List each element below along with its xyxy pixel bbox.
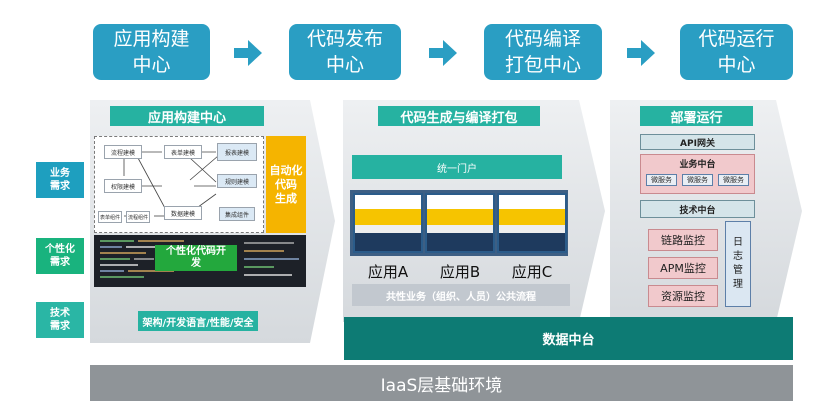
node-data-modeling: 数据建模: [164, 206, 202, 220]
monitor-text: APM监控: [660, 262, 706, 275]
common-text: 共性业务（组织、人员）公共流程: [386, 291, 536, 303]
stage-label: 代码运行 中心: [698, 28, 775, 76]
resource-monitor: 资源监控: [648, 285, 718, 307]
biz-platform-title: 业务中台: [641, 155, 754, 171]
unified-portal: 统一门户: [352, 155, 562, 179]
node-text: 表单建模: [170, 149, 195, 157]
node-flow-modeling: 流程建模: [104, 145, 142, 159]
arrow-right-icon: [234, 40, 262, 66]
trace-monitor: 链路监控: [648, 229, 718, 251]
arrow-right-icon: [627, 40, 655, 66]
app-text: 应用C: [511, 262, 553, 281]
log-text: 日 志 管 理: [733, 237, 743, 290]
label-text: 个性化 需求: [45, 244, 75, 268]
code-lines-icon: [100, 240, 299, 278]
app-c-screenshot: [497, 193, 567, 253]
tech-platform: 技术中台: [640, 200, 755, 218]
microservice-1: 微服务: [646, 174, 677, 186]
node-rule-modeling: 规则建模: [217, 174, 257, 188]
iaas-text: IaaS层基础环境: [380, 375, 503, 396]
node-flow-component: 流程组件: [126, 211, 150, 223]
node-text: 规则建模: [224, 178, 249, 186]
apm-monitor: APM监控: [648, 257, 718, 279]
custom-dev-text: 个性化代码开 发: [166, 246, 226, 269]
svc-text: 微服务: [687, 176, 708, 184]
node-text: 流程建模: [110, 149, 135, 157]
arrow-right-icon: [429, 40, 457, 66]
app-b-screenshot: [425, 193, 495, 253]
app-a-screenshot: [353, 193, 423, 253]
app-b-label: 应用B: [425, 262, 495, 281]
node-text: 报表建模: [224, 149, 249, 157]
label-text: 技术 需求: [50, 308, 70, 332]
node-report-modeling: 报表建模: [217, 143, 257, 161]
label-personal-req: 个性化 需求: [36, 238, 84, 274]
api-text: API网关: [680, 138, 715, 149]
stage-label: 代码编译 打包中心: [504, 28, 581, 76]
app-text: 应用A: [367, 262, 409, 281]
data-platform-text: 数据中台: [542, 333, 595, 348]
app-a-label: 应用A: [353, 262, 423, 281]
microservice-3: 微服务: [718, 174, 749, 186]
monitor-text: 资源监控: [661, 290, 705, 303]
monitor-text: 链路监控: [661, 234, 705, 247]
common-business: 共性业务（组织、人员）公共流程: [352, 284, 570, 306]
title-text: 部署运行: [670, 110, 723, 126]
auto-code-gen: 自动化 代码 生成: [266, 136, 306, 233]
node-form-component: 表单组件: [98, 211, 122, 223]
stage-code-run: 代码运行 中心: [680, 24, 793, 80]
node-form-modeling: 表单建模: [164, 145, 202, 159]
stage-compile-package: 代码编译 打包中心: [484, 24, 602, 80]
biz-text: 业务中台: [679, 159, 716, 170]
build-panel-title: 应用构建中心: [110, 106, 264, 126]
stage-code-release: 代码发布 中心: [289, 24, 401, 80]
node-integration: 集成组件: [219, 207, 255, 221]
node-permission-modeling: 权限建模: [104, 179, 142, 193]
label-tech-req: 技术 需求: [36, 302, 84, 338]
iaas-layer: IaaS层基础环境: [90, 365, 793, 401]
auto-gen-text: 自动化 代码 生成: [269, 163, 303, 205]
app-c-label: 应用C: [497, 262, 567, 281]
node-text: 流程组件: [127, 214, 148, 221]
svc-text: 微服务: [651, 176, 672, 184]
stage-app-build: 应用构建 中心: [93, 24, 210, 80]
portal-text: 统一门户: [437, 163, 477, 175]
label-text: 业务 需求: [50, 168, 70, 192]
build-panel-footer: 架构/开发语言/性能/安全: [138, 311, 258, 331]
microservice-2: 微服务: [682, 174, 713, 186]
log-management: 日 志 管 理: [725, 221, 751, 307]
deploy-panel-title: 部署运行: [640, 106, 753, 126]
node-text: 数据建模: [170, 210, 195, 218]
title-text: 应用构建中心: [147, 110, 226, 126]
node-text: 集成组件: [224, 211, 249, 219]
footer-text: 架构/开发语言/性能/安全: [142, 317, 254, 329]
custom-code-dev: 个性化代码开 发: [155, 245, 237, 271]
node-text: 权限建模: [110, 183, 135, 191]
title-text: 代码生成与编译打包: [400, 110, 518, 126]
node-text: 表单组件: [99, 214, 120, 221]
svc-text: 微服务: [723, 176, 744, 184]
stage-label: 代码发布 中心: [306, 28, 383, 76]
compile-panel-title: 代码生成与编译打包: [378, 106, 540, 126]
api-gateway: API网关: [640, 134, 755, 150]
tech-text: 技术中台: [679, 205, 716, 216]
data-platform: 数据中台: [344, 317, 793, 360]
label-business-req: 业务 需求: [36, 162, 84, 198]
app-text: 应用B: [439, 262, 481, 281]
stage-label: 应用构建 中心: [113, 28, 190, 76]
